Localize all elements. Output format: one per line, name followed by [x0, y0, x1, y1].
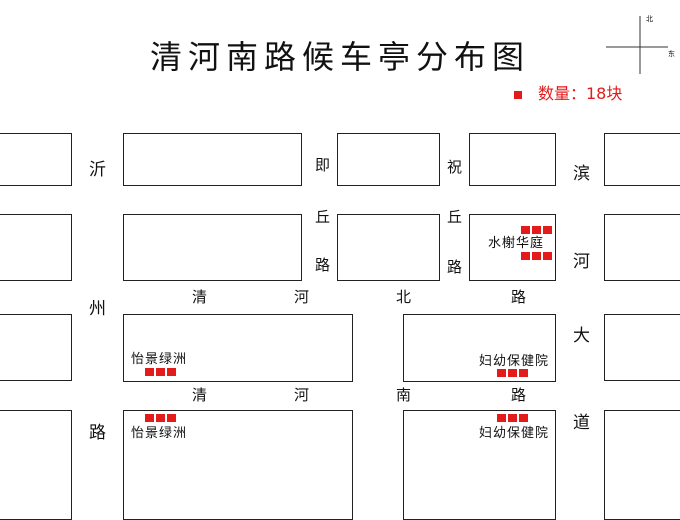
bus-shelter-markers[interactable] — [521, 226, 552, 234]
road-bin-he-da-dao-char: 滨 — [573, 164, 590, 184]
city-block — [337, 214, 440, 281]
bus-shelter-marker — [543, 226, 552, 234]
road-zhu-qiu-lu-char: 路 — [447, 258, 463, 276]
bus-shelter-marker — [145, 414, 154, 422]
bus-shelter-marker — [508, 369, 517, 377]
map-title: 清河南路候车亭分布图 — [149, 38, 530, 76]
road-yi-zhou-lu-char: 路 — [89, 423, 106, 443]
city-block — [0, 133, 72, 186]
road-qing-he-bei-lu-char: 清 — [192, 288, 208, 306]
city-block — [403, 410, 556, 520]
road-ji-qiu-lu-char: 丘 — [315, 208, 331, 226]
stop-label: 怡景绿洲 — [131, 426, 188, 441]
road-zhu-qiu-lu-char: 祝 — [447, 158, 463, 176]
bus-shelter-marker — [532, 226, 541, 234]
compass-north-label: 北 — [646, 15, 653, 23]
city-block — [0, 410, 72, 520]
bus-shelter-marker — [156, 368, 165, 376]
bus-shelter-marker — [521, 226, 530, 234]
road-bin-he-da-dao-char: 河 — [573, 252, 590, 272]
city-block — [337, 133, 440, 186]
bus-shelter-markers[interactable] — [145, 414, 176, 422]
compass-icon: 北 东 — [606, 15, 676, 76]
city-block — [604, 314, 680, 381]
city-block — [123, 214, 302, 281]
city-block — [403, 314, 556, 382]
city-block — [604, 410, 680, 520]
road-yi-zhou-lu-char: 州 — [89, 299, 106, 319]
legend-count: 数量：18块 — [538, 84, 623, 103]
bus-shelter-markers[interactable] — [521, 252, 552, 260]
road-qing-he-nan-lu-char: 清 — [192, 386, 208, 404]
road-zhu-qiu-lu-char: 丘 — [447, 208, 463, 226]
bus-shelter-marker — [156, 414, 165, 422]
city-block — [123, 410, 353, 520]
bus-shelter-marker — [519, 369, 528, 377]
bus-shelter-marker — [543, 252, 552, 260]
road-bin-he-da-dao-char: 大 — [573, 326, 590, 346]
city-block — [604, 133, 680, 186]
stop-label: 妇幼保健院 — [479, 426, 550, 441]
bus-shelter-marker — [532, 252, 541, 260]
city-block — [0, 214, 72, 281]
legend-stop-marker — [514, 91, 522, 99]
compass-east-label: 东 — [668, 50, 675, 58]
city-block — [469, 214, 556, 281]
bus-shelter-marker — [167, 368, 176, 376]
city-block — [0, 314, 72, 381]
bus-shelter-markers[interactable] — [497, 414, 528, 422]
stop-label: 怡景绿洲 — [131, 352, 188, 367]
bus-shelter-marker — [521, 252, 530, 260]
road-qing-he-nan-lu-char: 南 — [396, 386, 412, 404]
stop-label: 水榭华庭 — [488, 236, 545, 251]
road-yi-zhou-lu-char: 沂 — [89, 160, 106, 180]
road-qing-he-bei-lu-char: 路 — [511, 288, 527, 306]
bus-shelter-marker — [519, 414, 528, 422]
bus-shelter-marker — [167, 414, 176, 422]
road-qing-he-nan-lu-char: 河 — [294, 386, 310, 404]
road-bin-he-da-dao-char: 道 — [573, 413, 590, 433]
bus-shelter-marker — [497, 414, 506, 422]
bus-shelter-marker — [145, 368, 154, 376]
city-block — [469, 133, 556, 186]
bus-shelter-marker — [508, 414, 517, 422]
city-block — [604, 214, 680, 281]
road-qing-he-bei-lu-char: 北 — [396, 288, 412, 306]
bus-shelter-marker — [497, 369, 506, 377]
road-qing-he-bei-lu-char: 河 — [294, 288, 310, 306]
city-block — [123, 133, 302, 186]
road-ji-qiu-lu-char: 路 — [315, 256, 331, 274]
road-ji-qiu-lu-char: 即 — [315, 156, 331, 174]
bus-shelter-markers[interactable] — [145, 368, 176, 376]
road-qing-he-nan-lu-char: 路 — [511, 386, 527, 404]
bus-shelter-markers[interactable] — [497, 369, 528, 377]
stop-label: 妇幼保健院 — [479, 354, 550, 369]
